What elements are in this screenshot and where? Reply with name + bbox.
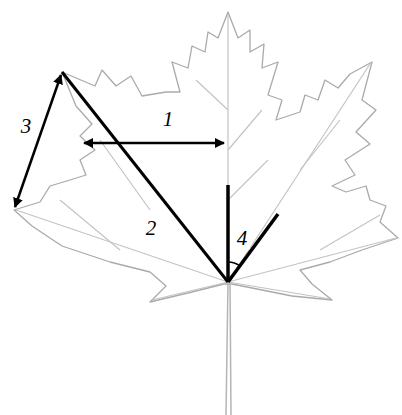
leaf-outline	[14, 12, 398, 302]
angle-arm	[228, 214, 278, 282]
tip-distance-arrow	[15, 75, 61, 207]
leaf-stem	[226, 282, 231, 415]
width-arrow	[84, 142, 224, 145]
lobe-length-line	[62, 72, 228, 282]
callout-number: 3	[19, 115, 34, 138]
angle-arm	[226, 185, 230, 282]
callout-number: 1	[161, 108, 176, 131]
angle-arc	[228, 262, 240, 266]
callout-number: 2	[144, 217, 159, 240]
callout-number: 4	[235, 227, 250, 250]
leaf-veins	[16, 14, 396, 300]
